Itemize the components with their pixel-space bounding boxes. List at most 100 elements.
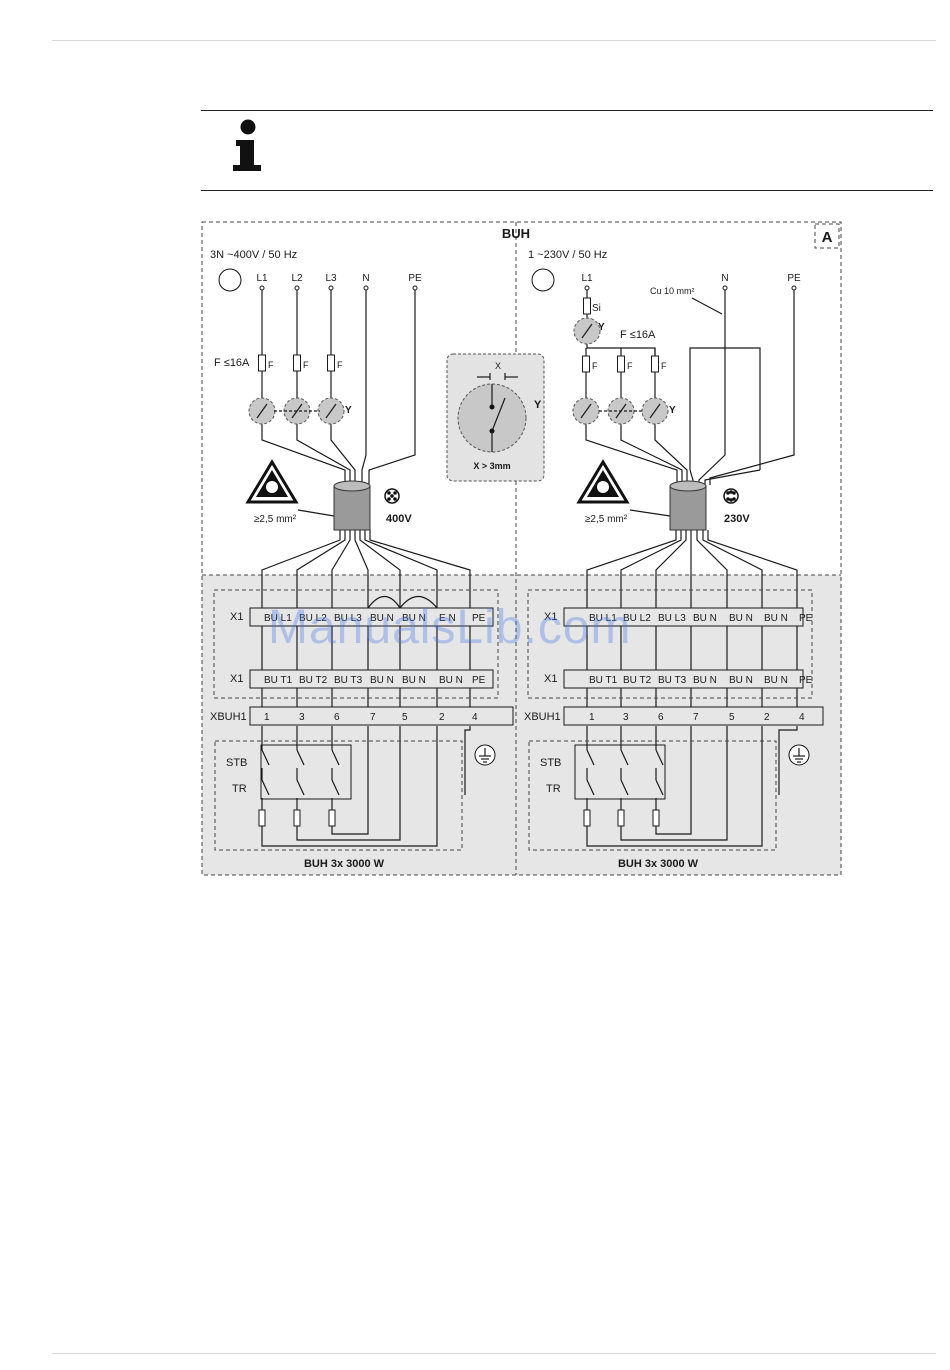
hot-surface-warning-mark	[266, 481, 278, 493]
xbuh1-label: 2	[764, 712, 770, 723]
x1-bottom-row-box	[249, 669, 494, 689]
left-voltage: 400V	[386, 513, 412, 525]
leader-line	[629, 509, 671, 517]
panel-label: A	[822, 229, 833, 246]
fuse-label: F	[303, 360, 309, 370]
stb-tr-box	[260, 744, 352, 800]
fuse	[582, 355, 590, 373]
xbuh1-label: XBUH1	[210, 711, 247, 723]
x1-top-label: BU L1	[264, 613, 292, 624]
xbuh1-label: 6	[334, 712, 340, 723]
info-top-rule	[201, 110, 933, 111]
detail-y-label: Y	[534, 399, 542, 411]
cable-to-x1	[696, 530, 728, 608]
x1-top-label: BU N	[764, 613, 788, 624]
plug-pin	[393, 497, 397, 501]
stb-contact	[296, 749, 305, 766]
x1-top-label: BU N	[729, 613, 753, 624]
cable-to-x1	[354, 530, 369, 608]
neutral-to-cable	[698, 348, 726, 485]
right-voltage: 230V	[724, 513, 750, 525]
x1-frame	[213, 589, 499, 699]
terminal-point	[791, 285, 797, 291]
fuse-label: F	[661, 361, 667, 371]
pe-to-frame	[778, 726, 798, 795]
neutral-to-cable	[704, 469, 761, 485]
xbuh1-label: 6	[658, 712, 664, 723]
fuse	[617, 355, 625, 373]
x1-bottom-label: BU N	[693, 675, 717, 686]
heater-label: BUH 3x 3000 W	[618, 858, 699, 870]
terminal-point	[259, 285, 265, 291]
x1-bottom-label: BU T2	[299, 675, 328, 686]
phase-to-cable	[654, 424, 688, 485]
xbuh1-row-box	[249, 706, 514, 726]
tr-contact	[586, 779, 595, 796]
hot-surface-warning-mark	[597, 481, 609, 493]
fuse	[651, 355, 659, 373]
phase-to-cable	[330, 424, 356, 485]
neutral-return	[620, 726, 728, 841]
heater-frame	[214, 740, 463, 851]
xbuh1-row-box	[563, 706, 824, 726]
diagram-title: BUH	[502, 226, 530, 241]
x1-top-label: PE	[472, 613, 486, 624]
xbuh1-label: 4	[799, 712, 805, 723]
x1-bottom-label: BU N	[402, 675, 426, 686]
x1-top-row-box	[249, 607, 494, 627]
cable-to-x1	[369, 530, 471, 608]
fuse-label: F	[337, 360, 343, 370]
plug-pin	[732, 497, 736, 501]
leader-line	[691, 297, 723, 315]
neutral-to-cable	[361, 290, 367, 485]
left-terminal-label: L1	[256, 273, 268, 284]
watermark: ManualsLib.com	[268, 601, 632, 654]
x1-top-label: E N	[439, 613, 456, 624]
tr-contact	[261, 779, 270, 796]
fuse-label: F	[592, 361, 598, 371]
xbuh1-label: XBUH1	[524, 711, 561, 723]
left-terminal-label: L3	[325, 273, 337, 284]
xbuh1-label: 3	[299, 712, 305, 723]
xbuh1-label: 2	[439, 712, 445, 723]
heater-element	[328, 809, 336, 827]
cable-gland	[669, 485, 707, 531]
x1-bottom-label: BU T3	[658, 675, 687, 686]
fuse	[327, 354, 335, 372]
x1-bottom-label: PE	[472, 675, 486, 686]
tr-contact	[620, 779, 629, 796]
cable-to-x1	[359, 530, 401, 608]
x1-bottom-row-box	[563, 669, 804, 689]
info-icon	[233, 119, 261, 171]
neutral-bridge	[367, 595, 401, 609]
heater-element	[293, 809, 301, 827]
terminal-point	[363, 285, 369, 291]
pe-to-cable	[709, 290, 795, 485]
x1-bottom-label: BU T3	[334, 675, 363, 686]
x1-label: X1	[230, 673, 243, 685]
xbuh1-label: 5	[729, 712, 735, 723]
plug-pin	[390, 494, 394, 498]
pe-to-cable	[368, 290, 416, 485]
switch-label: Y	[345, 405, 352, 416]
stb-contact	[261, 749, 270, 766]
x1-bottom-label: BU T1	[589, 675, 618, 686]
right-fuse-rating: F ≤16A	[620, 329, 656, 341]
left-terminal-label: L2	[291, 273, 303, 284]
info-bottom-rule	[201, 190, 933, 191]
supply-circle-icon	[531, 268, 555, 292]
right-cable-note: Cu 10 mm²	[650, 286, 695, 296]
stb-tr-box	[574, 744, 666, 800]
right-terminal-label: L1	[581, 273, 593, 284]
phase-to-cable	[620, 424, 683, 485]
xbuh1-label: 1	[264, 712, 270, 723]
cable-to-x1	[620, 530, 682, 608]
cable-to-x1	[261, 530, 341, 608]
terminal-point	[584, 285, 590, 291]
panel-label-box	[814, 223, 840, 249]
stb-contact	[620, 749, 629, 766]
x1-label: X1	[544, 673, 557, 685]
terminal-point	[328, 285, 334, 291]
cable-to-x1	[331, 530, 351, 608]
x1-bottom-label: BU N	[370, 675, 394, 686]
